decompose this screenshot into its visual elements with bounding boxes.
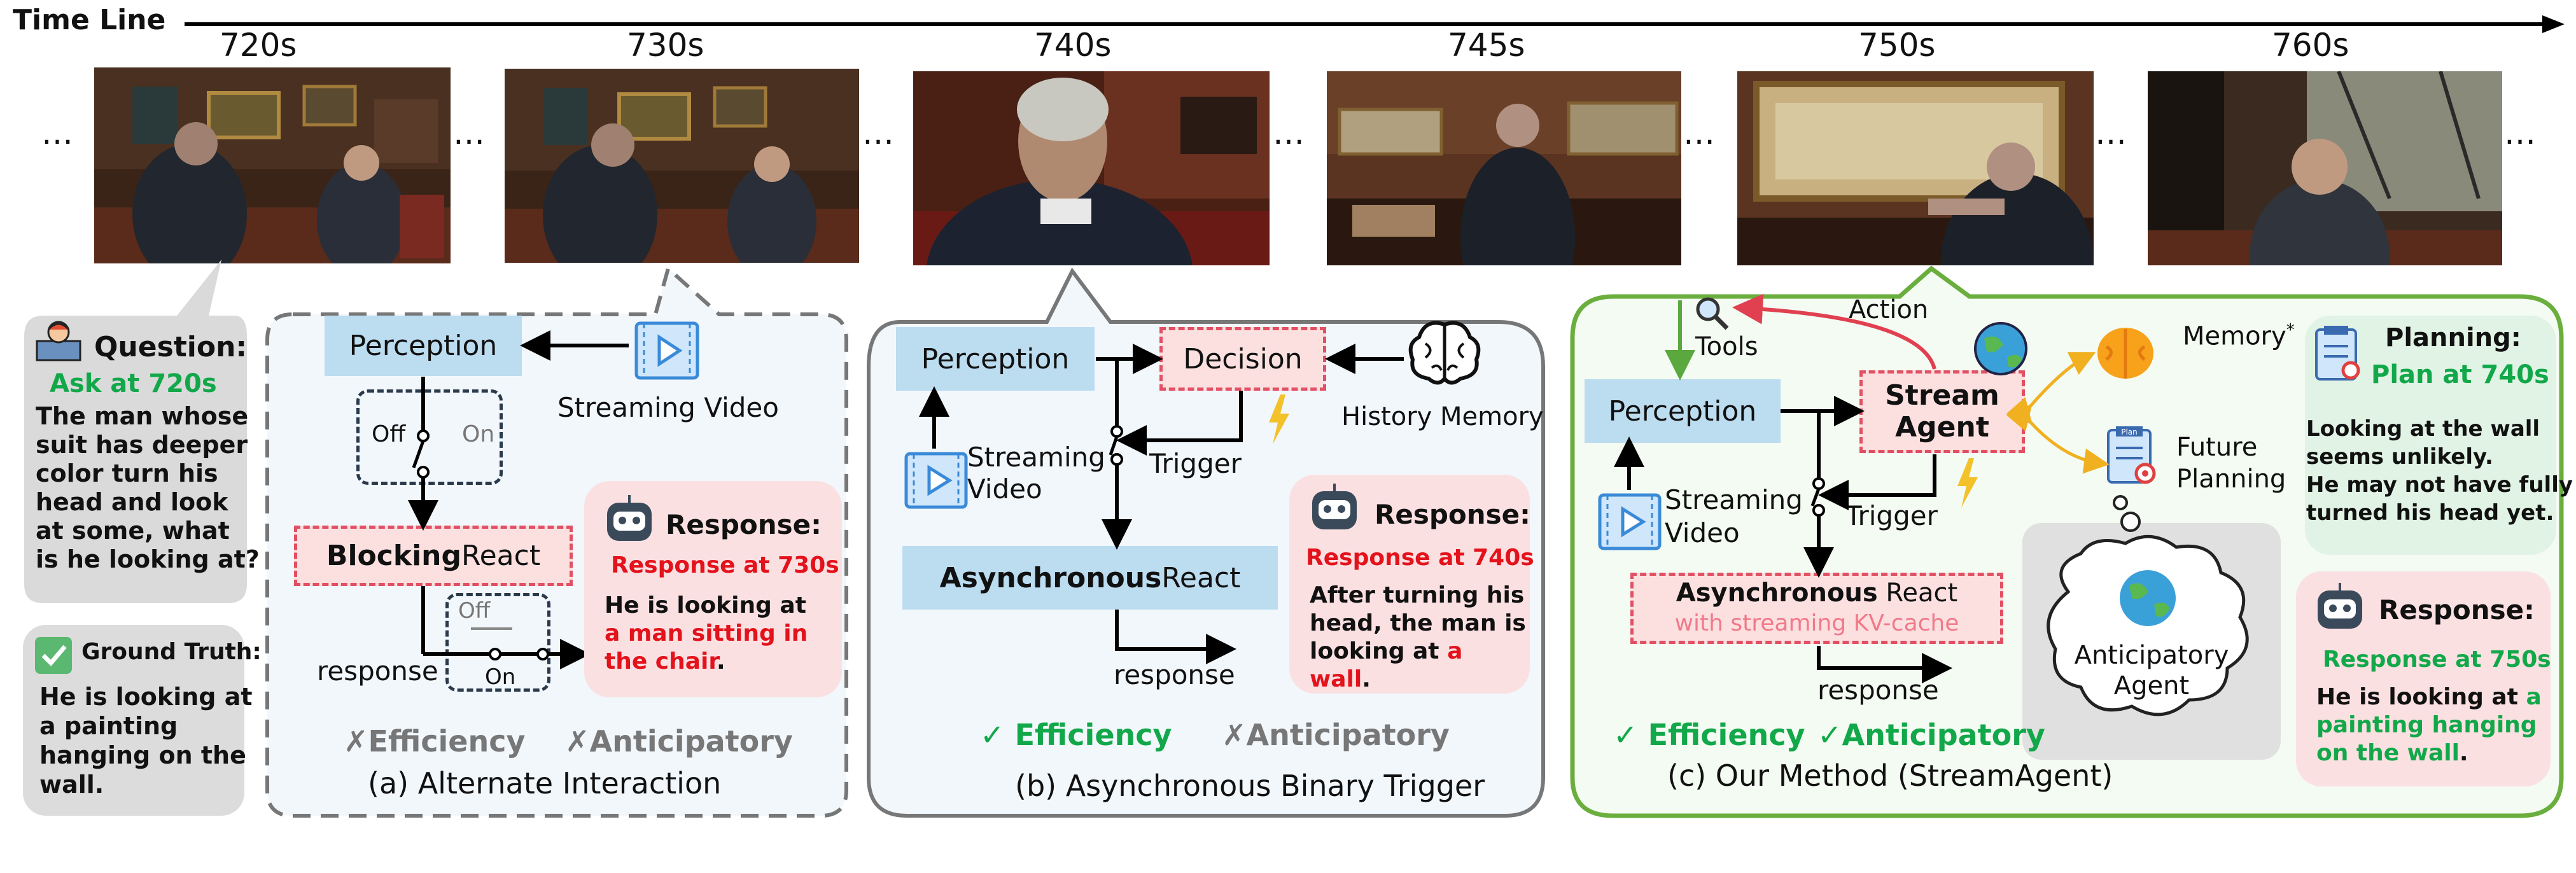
streaming-video-label-a: Streaming Video <box>557 392 779 423</box>
response-at-c: Response at 750s <box>2323 646 2551 673</box>
caption-a: (a) Alternate Interaction <box>368 766 722 800</box>
question-label: Question: <box>94 331 248 363</box>
ellipsis: … <box>1683 115 1715 151</box>
robot-icon <box>607 495 652 541</box>
planning-text: Looking at the wall seems unlikely. He m… <box>2306 416 2573 526</box>
user-icon <box>36 321 81 361</box>
async-react-box-b: Asynchronous React <box>902 546 1278 610</box>
anticipatory-cross-b: ✗Anticipatory <box>1222 718 1450 752</box>
response-at-b: Response at 740s <box>1306 545 1534 571</box>
video-frame-730s <box>505 69 859 263</box>
timeline-arrow <box>185 15 2565 33</box>
ellipsis: … <box>2095 115 2127 151</box>
perception-box-a: Perception <box>325 316 522 376</box>
efficiency-check-b: ✓ Efficiency <box>980 718 1172 752</box>
async-react-box-c: Asynchronous React with streaming KV-cac… <box>1630 573 2003 644</box>
video-frame-750s <box>1737 71 2094 265</box>
thought-cloud <box>2047 495 2249 716</box>
efficiency-cross-a: ✗Efficiency <box>344 724 526 758</box>
lightning-icon <box>1269 395 1289 444</box>
plan-at-label: Plan at 740s <box>2371 360 2549 389</box>
time-label-740: 740s <box>1034 27 1112 64</box>
response-at-a: Response at 730s <box>611 552 839 578</box>
time-label-750: 750s <box>1858 27 1936 64</box>
streaming-video-icon <box>904 452 968 509</box>
switch-on-label: On <box>462 421 495 447</box>
response-word-c: response <box>1817 674 1939 706</box>
plan-icon-text: Plan <box>2121 428 2138 437</box>
caption-c: (c) Our Method (StreamAgent) <box>1667 758 2113 793</box>
decision-box: Decision <box>1159 327 1326 391</box>
ask-at-label: Ask at 720s <box>50 369 217 398</box>
time-label-760: 760s <box>2272 27 2349 64</box>
trigger-label-b: Trigger <box>1149 448 1242 479</box>
trigger-label-c: Trigger <box>1845 500 1938 531</box>
time-label-720: 720s <box>220 27 297 64</box>
check-document-icon <box>35 637 72 674</box>
video-frame-720s <box>94 67 451 263</box>
video-frame-740s <box>913 71 1270 265</box>
switch-off-label-2: Off <box>458 598 491 624</box>
panel-c-arrows <box>1614 293 2110 683</box>
anticipatory-cross-a: ✗Anticipatory <box>565 724 793 758</box>
video-frame-745s <box>1327 71 1681 265</box>
video-frame-760s <box>2148 71 2502 265</box>
response-word-b: response <box>1114 659 1235 690</box>
response-text-b: After turning his head, the man is looki… <box>1310 582 1526 692</box>
panel-b-arrows <box>919 344 1404 664</box>
streaming-video-icon <box>634 321 699 380</box>
brain-memory-icon <box>2097 328 2153 379</box>
brain-icon <box>1408 321 1481 385</box>
response-label-a: Response: <box>666 509 822 540</box>
ellipsis: … <box>862 115 894 151</box>
ellipsis: … <box>2504 115 2536 151</box>
switch-box-a2 <box>445 593 550 692</box>
question-text: The man whose suit has deeper color turn… <box>36 402 260 573</box>
ground-truth-label: Ground Truth: <box>81 639 262 665</box>
lightning-icon <box>1957 458 1978 508</box>
response-label-c: Response: <box>2379 594 2535 625</box>
ellipsis: … <box>41 115 73 151</box>
panel-a-arrows <box>408 330 629 669</box>
ground-truth-text: He is looking at a painting hanging on t… <box>39 683 253 799</box>
ellipsis: … <box>453 115 485 151</box>
streaming-video-icon <box>1598 493 1662 550</box>
response-text-a: He is looking at a man sitting in the ch… <box>605 592 808 674</box>
planning-icon: Plan <box>2107 426 2156 484</box>
planning-icon <box>2315 326 2360 381</box>
perception-box-b: Perception <box>896 327 1095 391</box>
timeline-label: Time Line <box>13 4 166 36</box>
efficiency-check-c: ✓ Efficiency <box>1613 718 1805 752</box>
tools-label: Tools <box>1695 332 1758 361</box>
anticipatory-check-c: ✓Anticipatory <box>1817 718 2045 752</box>
response-text-c: He is looking at a painting hanging on t… <box>2316 684 2542 766</box>
planning-label: Planning: <box>2385 323 2521 353</box>
history-memory-label: History Memory <box>1341 402 1544 431</box>
response-word-a: response <box>317 655 438 687</box>
action-label: Action <box>1849 295 1929 325</box>
response-label-b: Response: <box>1375 499 1530 530</box>
magnifier-icon <box>1696 297 1729 330</box>
caption-b: (b) Asynchronous Binary Trigger <box>1015 769 1485 803</box>
memory-label: Memory* <box>2183 321 2295 351</box>
ellipsis: … <box>1273 115 1305 151</box>
switch-on-label-2: On <box>485 664 516 690</box>
robot-icon <box>1312 484 1357 529</box>
perception-box-c: Perception <box>1585 379 1781 443</box>
switch-box-a <box>356 389 503 485</box>
time-label-730: 730s <box>627 27 704 64</box>
time-label-745: 745s <box>1448 27 1525 64</box>
switch-off-label: Off <box>372 421 406 447</box>
robot-icon <box>2318 583 2362 629</box>
